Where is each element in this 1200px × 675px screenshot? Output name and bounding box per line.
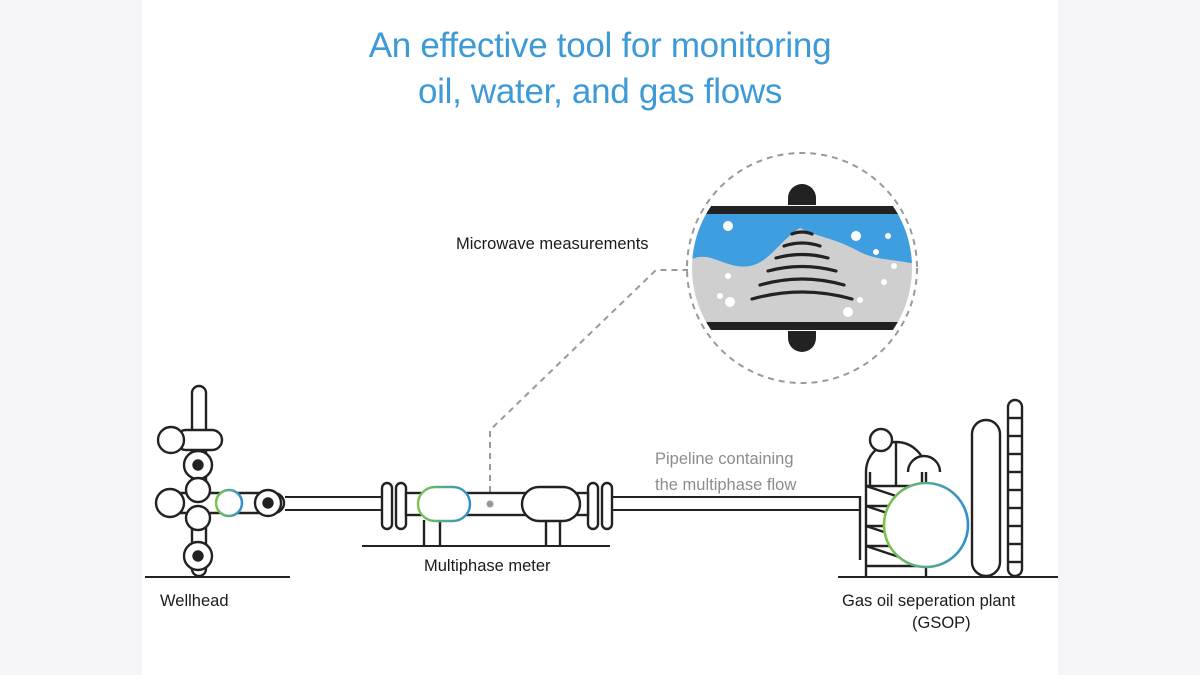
sensor-knobs [788,184,816,352]
gsop-separator-vessel [882,481,970,569]
wellhead-sensor-ring [214,488,244,518]
ground-lines [145,545,1058,578]
title-line-2: oil, water, and gas flows [417,72,783,111]
label-gsop-line-1: Gas oil seperation plant [842,592,1016,610]
label-multiphase-meter: Multiphase meter [424,557,551,575]
label-microwave-measurements: Microwave measurements [456,235,649,253]
zoom-dashed-circle [686,152,918,384]
multiphase-meter-icon [380,481,614,546]
title-line-1: An effective tool for monitoring [368,26,832,65]
pointer-dashed-line [489,269,688,503]
label-pipeline-line-2: the multiphase flow [655,476,797,494]
label-gsop-line-2: (GSOP) [912,614,971,632]
label-wellhead: Wellhead [160,592,229,610]
wellhead-icon [154,384,286,578]
microwave-signal-arcs [750,230,854,301]
label-pipeline-line-1: Pipeline containing [655,450,794,468]
main-pipeline [285,496,860,511]
microwave-pipe-section [692,206,912,330]
